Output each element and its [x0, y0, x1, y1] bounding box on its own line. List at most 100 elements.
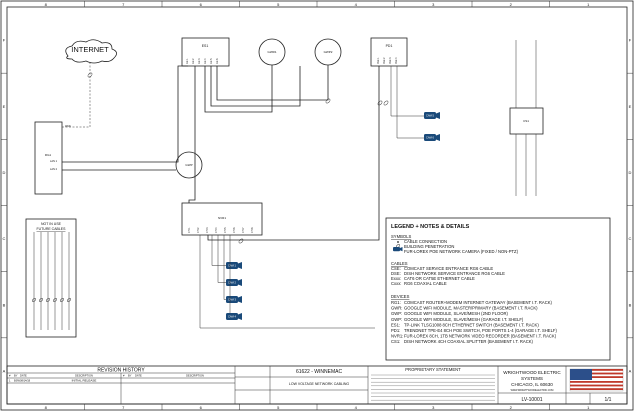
- cable-nvr1-camera-4: [226, 235, 231, 317]
- company-city: CHICAGO, IL 60630: [511, 382, 553, 387]
- camera-label: CAM 2: [228, 281, 236, 285]
- title-block: REVISION HISTORY # BY DATE DESCRIPTION #…: [6, 365, 628, 405]
- cable-connection-symbol: [397, 241, 399, 243]
- rg1-label: RG1: [45, 153, 52, 157]
- future-cable-lines: [32, 232, 71, 330]
- legend-symbol-3: FUR-LOREX POE NETWORK CAMERA (FIXED / NO…: [404, 249, 519, 254]
- legend-box: [385, 217, 611, 361]
- rev-col-date-2: DATE: [135, 374, 142, 378]
- legend-cables-list: CSE:COMCAST SERVICE ENTRANCE RG6 CABLEDS…: [391, 266, 505, 286]
- legend-device-desc: TRENDNET TPE-E4 8CH POE SWITCH, POE PORT…: [404, 328, 557, 333]
- es1-port-5: GE 5: [210, 58, 213, 64]
- camera-4: CAM 4: [226, 313, 242, 320]
- camera-5: CAM 5: [424, 112, 440, 119]
- nvr1-port-2: CH 2: [197, 227, 200, 233]
- legend-device-desc: DISH NETWORK 4CH COAXIAL SPLITTER (BASEM…: [404, 339, 534, 344]
- legend-device-code: ES1:: [391, 322, 400, 327]
- camera-label: CAM 4: [228, 315, 236, 319]
- future-cables-box: [25, 218, 77, 338]
- rev-col-by-2: BY: [128, 374, 132, 378]
- company-name-line1: WRIGHTWOOD ELECTRIC: [503, 370, 561, 375]
- camera-icon: [226, 279, 238, 286]
- cable-es1-pd1: [210, 66, 301, 107]
- proprietary-statement-title: PROPRIETARY STATEMENT: [405, 367, 461, 372]
- border-col-top-5: 5: [277, 2, 280, 7]
- legend-cable-code: DSE:: [391, 271, 401, 276]
- border-col-top-2: 2: [510, 2, 513, 7]
- border-col-top-6: 6: [200, 2, 203, 7]
- es1-port-1: GE 1: [186, 58, 189, 64]
- border-row-right-C: C: [629, 236, 632, 241]
- project-number: 61622 - WINNEMAC: [296, 369, 343, 375]
- gwr1-label: GWR1: [268, 50, 277, 54]
- rg1-box: [34, 121, 63, 195]
- cable-es1-gwr1: [204, 65, 273, 113]
- legend-device-desc: GOOGLE WIFI MODULE, SLAVE/MESH (GARAGE I…: [404, 317, 524, 322]
- border-col-bottom-4: 4: [355, 405, 358, 410]
- camera-label: CAM 6: [426, 136, 434, 140]
- future-cables-title: NOT IN USE: [41, 222, 62, 226]
- legend-device-desc: COMCAST ROUTER+MODEM INTERNET GATEWAY (B…: [404, 300, 553, 305]
- sheet-number: 1/1: [605, 397, 612, 403]
- cable-pd1-cam-a: [390, 66, 424, 117]
- rev-row-date: 08/14/18: [20, 379, 31, 383]
- es1-port-2: GE 2: [192, 58, 195, 64]
- building-penetrations: [87, 72, 389, 244]
- nvr1-port-3: CH 3: [206, 227, 209, 233]
- legend-devices-header: DEVICES: [391, 294, 410, 299]
- legend-device-code: RG1:: [391, 300, 401, 305]
- border-col-top-7: 7: [122, 2, 125, 7]
- rev-col-by: BY: [14, 374, 18, 378]
- camera-icon: [424, 112, 436, 119]
- cs1-box: [509, 107, 544, 135]
- cable-nvr1-camera-1: [211, 235, 226, 266]
- nvr1-label: NVR1: [218, 216, 226, 220]
- cable-nvr1-coax: [199, 235, 375, 329]
- cs1-device: CS1: [509, 40, 544, 196]
- camera-6: CAM 6: [424, 134, 440, 141]
- penetration-mark-5: [238, 238, 244, 244]
- es1-port-4: GE 4: [204, 58, 207, 64]
- cs1-cable-upper: [515, 40, 537, 108]
- title-block-frame: [6, 365, 628, 405]
- camera-label: CAM 1: [228, 264, 236, 268]
- border-row-right-B: B: [629, 302, 632, 307]
- nvr1-port-6: CH 6: [233, 227, 236, 233]
- legend-device-desc: FUR-LOREX 8CH, 1TB NETWORK VIDEO RECORDE…: [404, 334, 557, 339]
- gwp2-device: GWP2: [314, 38, 342, 66]
- rev-row-by: BSW: [14, 379, 20, 383]
- border-col-bottom-3: 3: [432, 405, 435, 410]
- future-cables-subtitle: FUTURE CABLES: [37, 227, 67, 231]
- cable-rg1-es1: [62, 65, 188, 163]
- legend-devices-list: RG1:COMCAST ROUTER+MODEM INTERNET GATEWA…: [391, 300, 557, 344]
- legend-cable-desc: DISH NETWORK SERVICE ENTRANCE RG6 CABLE: [404, 271, 505, 276]
- cable-es1-gwp2: [216, 65, 329, 101]
- gwp-device: GWP: [175, 151, 203, 179]
- legend-device-code: NVR1:: [391, 334, 403, 339]
- rev-row-desc: INITIAL RELEASE: [72, 379, 97, 383]
- legend-title: LEGEND + NOTES & DETAILS: [391, 224, 470, 230]
- es1-box: [181, 37, 230, 67]
- legend-device-code: GWP:: [391, 317, 402, 322]
- nvr1-port-4: CH 4: [215, 227, 218, 233]
- company-name-line2: SYSTEMS: [521, 376, 543, 381]
- legend-device-code: PD1:: [391, 328, 400, 333]
- pd1-box: [370, 37, 408, 67]
- border-col-top-1: 1: [587, 2, 590, 7]
- gwr1-device: GWR1: [258, 38, 286, 66]
- border-row-right-A: A: [629, 368, 632, 373]
- pd1-port-3: PoE 3: [389, 57, 392, 64]
- revision-history-title: REVISION HISTORY: [97, 368, 145, 374]
- legend-device-code: GWP:: [391, 311, 402, 316]
- border-col-bottom-7: 7: [122, 405, 125, 410]
- rev-col-desc-2: DESCRIPTION: [186, 374, 204, 378]
- rev-col-num-2: #: [123, 374, 125, 378]
- legend-cables-header: CABLES: [391, 261, 408, 266]
- legend-device-desc: GOOGLE WIFI MODULE, MASTER/PRIMARY (BASE…: [404, 306, 538, 311]
- border-row-right-E: E: [629, 104, 632, 109]
- penetration-mark-1: [87, 72, 93, 78]
- camera-3: CAM 3: [226, 296, 242, 303]
